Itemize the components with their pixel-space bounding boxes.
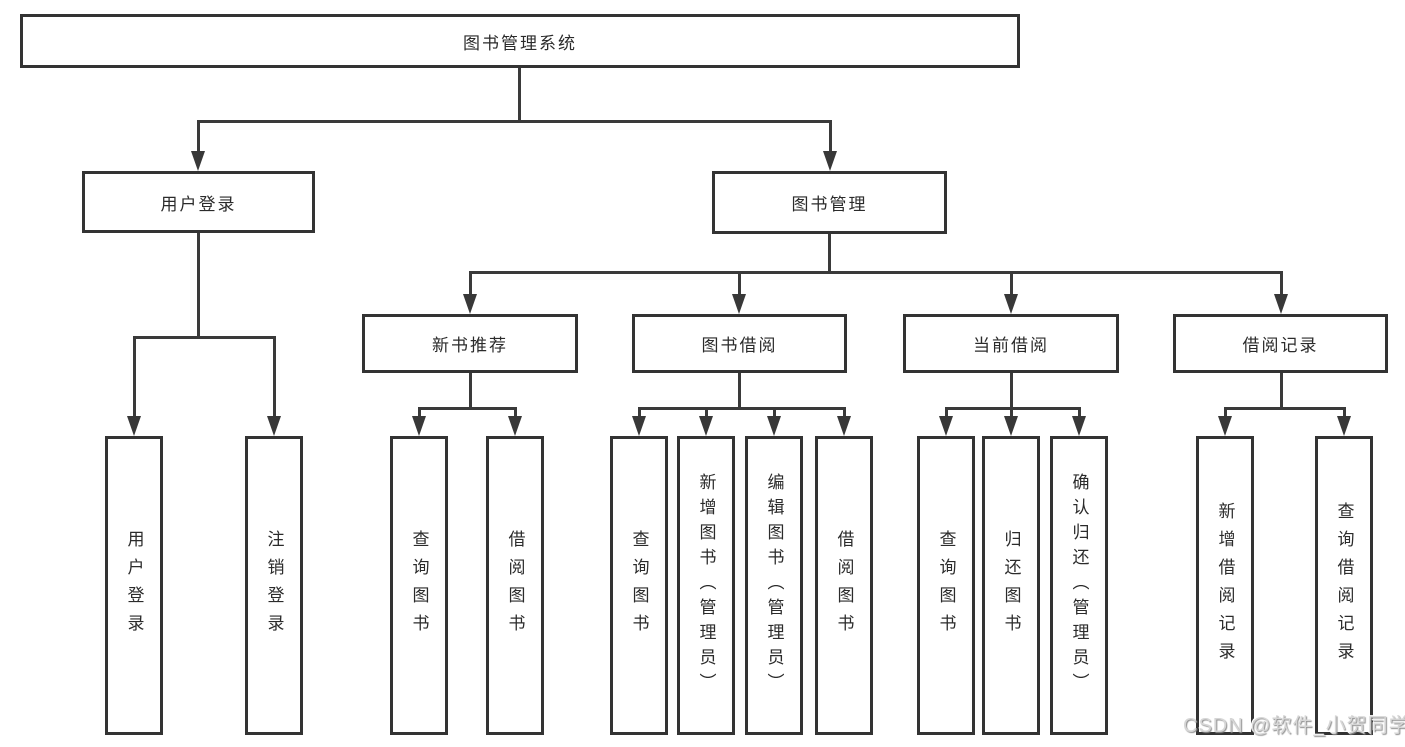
leaf-logout: 注销登录	[245, 436, 303, 735]
connector-drop	[737, 271, 741, 298]
connector-drop	[1009, 407, 1013, 420]
connector-drop	[196, 120, 200, 155]
leaf-user-login: 用户登录	[105, 436, 163, 735]
node-label: 当前借阅	[973, 336, 1049, 355]
arrow-down-icon	[823, 151, 837, 171]
connector-root-stem	[517, 68, 521, 120]
leaf-return-books: 归还图书	[982, 436, 1040, 735]
connector-bar	[468, 271, 1283, 274]
arrow-down-icon	[632, 416, 646, 436]
node-label: 归还图书	[1001, 529, 1021, 642]
node-book-borrowing: 图书借阅	[632, 314, 847, 373]
connector-drop	[704, 407, 708, 420]
node-label: 新增图书（管理员）	[696, 473, 716, 698]
node-user-login: 用户登录	[82, 171, 315, 233]
arrow-down-icon	[1337, 416, 1351, 436]
connector-drop	[417, 407, 421, 420]
connector-bar	[944, 407, 1081, 410]
node-book-management: 图书管理	[712, 171, 947, 234]
connector-stem	[196, 233, 200, 336]
leaf-query-books-borrowing: 查询图书	[610, 436, 668, 735]
connector-stem	[1009, 373, 1013, 407]
node-label: 图书借阅	[701, 336, 778, 355]
connector-stem	[738, 373, 741, 407]
connector-drop	[513, 407, 517, 420]
node-label: 确认归还（管理员）	[1069, 473, 1089, 698]
connector-drop	[772, 407, 776, 420]
leaf-query-borrow-record: 查询借阅记录	[1315, 436, 1373, 735]
connector-drop	[944, 407, 948, 420]
node-label: 查询借阅记录	[1334, 501, 1354, 670]
node-label: 借阅记录	[1242, 336, 1319, 355]
connector-bar	[1223, 407, 1346, 410]
node-label: 借阅图书	[505, 529, 525, 642]
node-label: 编辑图书（管理员）	[764, 473, 784, 698]
leaf-add-books-admin: 新增图书（管理员）	[677, 436, 735, 735]
connector-drop	[842, 407, 846, 420]
arrow-down-icon	[767, 416, 781, 436]
node-label: 图书管理系统	[463, 33, 577, 53]
arrow-down-icon	[699, 416, 713, 436]
connector-drop	[1223, 407, 1227, 420]
arrow-down-icon	[1072, 416, 1086, 436]
connector-bar	[637, 407, 846, 410]
leaf-query-books-current: 查询图书	[917, 436, 975, 735]
node-label: 图书管理	[791, 195, 868, 214]
connector-drop	[828, 120, 832, 155]
node-label: 用户登录	[160, 194, 237, 214]
arrow-down-icon	[267, 416, 281, 436]
arrow-down-icon	[1004, 416, 1018, 436]
arrow-down-icon	[1218, 416, 1232, 436]
arrow-down-icon	[1004, 294, 1018, 314]
node-label: 用户登录	[124, 529, 144, 642]
connector-drop	[468, 271, 472, 298]
csdn-watermark: CSDN @软件_小贺同学	[1183, 715, 1405, 737]
arrow-down-icon	[732, 294, 746, 314]
leaf-borrow-books: 借阅图书	[815, 436, 873, 735]
connector-stem	[827, 234, 831, 271]
arrow-down-icon	[463, 294, 477, 314]
node-current-borrowing: 当前借阅	[903, 314, 1119, 373]
connector-drop	[1279, 271, 1283, 298]
node-label: 注销登录	[264, 529, 284, 642]
node-label: 借阅图书	[834, 529, 854, 642]
arrow-down-icon	[1274, 294, 1288, 314]
leaf-confirm-return-admin: 确认归还（管理员）	[1050, 436, 1108, 735]
arrow-down-icon	[939, 416, 953, 436]
connector-root-bar	[196, 120, 832, 123]
node-label: 查询图书	[629, 529, 649, 642]
connector-drop	[1009, 271, 1013, 298]
node-label: 查询图书	[936, 529, 956, 642]
connector-drop	[1342, 407, 1346, 420]
connector-drop	[272, 336, 276, 420]
arrow-down-icon	[191, 151, 205, 171]
arrow-down-icon	[127, 416, 141, 436]
leaf-edit-books-admin: 编辑图书（管理员）	[745, 436, 803, 735]
node-library-management-system: 图书管理系统	[20, 14, 1020, 68]
node-label: 新增借阅记录	[1215, 501, 1235, 670]
arrow-down-icon	[508, 416, 522, 436]
node-borrowing-records: 借阅记录	[1173, 314, 1388, 373]
arrow-down-icon	[412, 416, 426, 436]
connector-drop	[637, 407, 641, 420]
leaf-add-borrow-record: 新增借阅记录	[1196, 436, 1254, 735]
node-label: 新书推荐	[432, 336, 508, 355]
leaf-borrow-books-recommend: 借阅图书	[486, 436, 544, 735]
connector-drop	[1077, 407, 1081, 420]
connector-stem	[468, 373, 472, 407]
connector-bar	[132, 336, 276, 339]
connector-stem	[1279, 373, 1283, 407]
connector-drop	[132, 336, 136, 420]
arrow-down-icon	[837, 416, 851, 436]
connector-bar	[417, 407, 517, 410]
node-label: 查询图书	[409, 529, 429, 642]
node-new-book-recommendation: 新书推荐	[362, 314, 578, 373]
leaf-query-books-recommend: 查询图书	[390, 436, 448, 735]
